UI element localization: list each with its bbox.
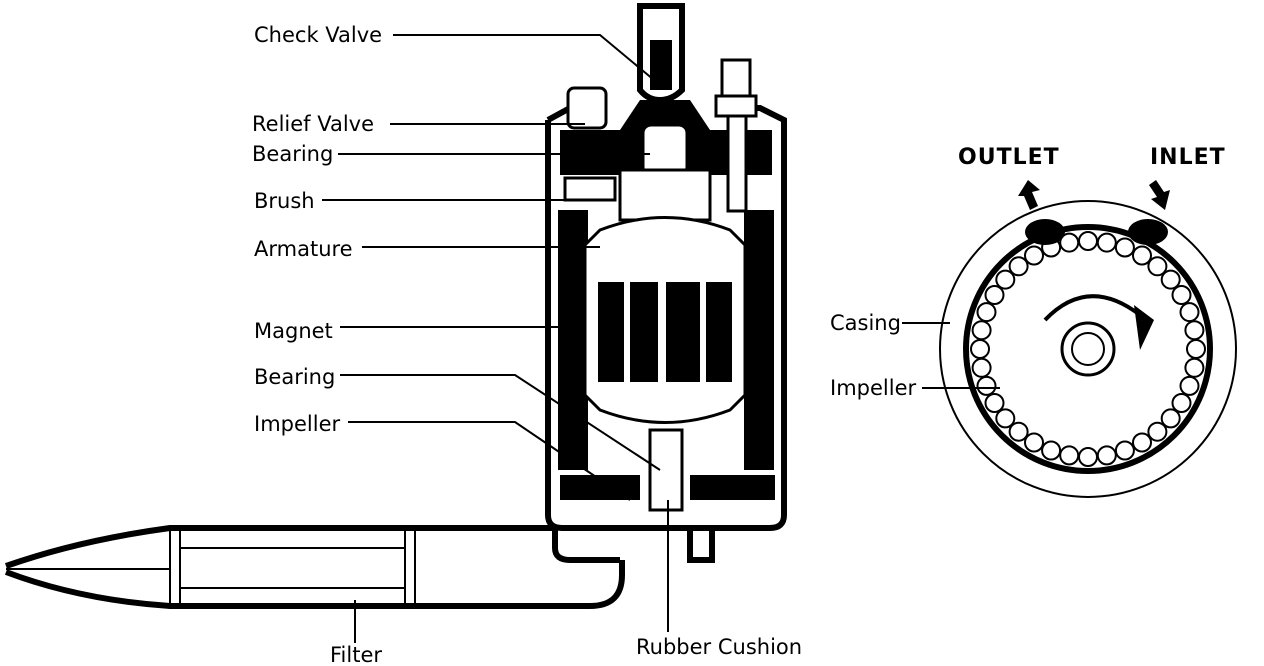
label-bearing-bottom: Bearing (254, 365, 335, 389)
impeller-tooth (1147, 421, 1168, 442)
impeller-tooth (1160, 408, 1181, 429)
impeller-tooth (1184, 357, 1205, 378)
impeller-tooth (995, 408, 1016, 429)
armature-windings (598, 282, 732, 382)
label-inlet: INLET (1150, 145, 1226, 170)
impeller-tooth (1114, 440, 1135, 461)
label-rubber-cushion: Rubber Cushion (636, 635, 802, 659)
impeller-tooth (1114, 237, 1135, 258)
inlet-arrow-icon (1149, 180, 1170, 210)
label-casing: Casing (830, 311, 901, 335)
label-brush: Brush (254, 189, 315, 213)
impeller-tooth (1078, 231, 1098, 251)
impeller-tooth (1096, 232, 1117, 253)
impeller-tooth (1160, 269, 1181, 290)
impeller-tooth (1184, 320, 1205, 341)
impeller-tooth (1024, 432, 1044, 453)
label-relief-valve: Relief Valve (252, 112, 374, 136)
impeller-tooth (1096, 445, 1117, 466)
impeller-tooth (984, 393, 1005, 413)
commutator (618, 168, 712, 222)
impeller-tooth (995, 269, 1016, 290)
left-labels: Check Valve Relief Valve Bearing Brush A… (252, 23, 802, 666)
impeller-tooth (1171, 285, 1192, 305)
impeller-tooth (971, 320, 992, 341)
impeller-tooth (1078, 447, 1098, 467)
pump-body (545, 3, 787, 563)
impeller-tooth (1179, 302, 1200, 323)
label-armature: Armature (254, 237, 353, 261)
impeller-tooth (1024, 245, 1044, 266)
impeller-tooth (976, 375, 997, 396)
impeller-tooth (976, 302, 997, 323)
impeller-tooth (1179, 375, 1200, 396)
impeller-tooth (970, 339, 990, 359)
filter-assembly (4, 525, 625, 609)
label-bearing-top: Bearing (252, 142, 333, 166)
impeller-tooth (1147, 256, 1168, 277)
outlet-arrow-icon (1018, 180, 1040, 210)
impeller-tooth (1041, 440, 1062, 461)
label-check-valve: Check Valve (254, 23, 382, 47)
impeller-tooth (1008, 256, 1029, 277)
label-magnet: Magnet (254, 319, 333, 343)
impeller-tooth (1171, 393, 1192, 413)
impeller-tooth (971, 357, 992, 378)
impeller-tooth (1059, 445, 1080, 466)
label-filter: Filter (330, 643, 382, 666)
impeller-tooth (1186, 339, 1206, 359)
label-outlet: OUTLET (958, 145, 1060, 170)
impeller-tooth (1132, 432, 1152, 453)
impeller-detail: OUTLET INLET Casing Impeller (830, 145, 1237, 498)
impeller-tooth (984, 285, 1005, 305)
impeller-tooth (1132, 245, 1152, 266)
label-impeller-left: Impeller (254, 412, 340, 436)
impeller-teeth (970, 231, 1206, 467)
label-impeller-right: Impeller (830, 376, 916, 400)
impeller-tooth (1008, 421, 1029, 442)
